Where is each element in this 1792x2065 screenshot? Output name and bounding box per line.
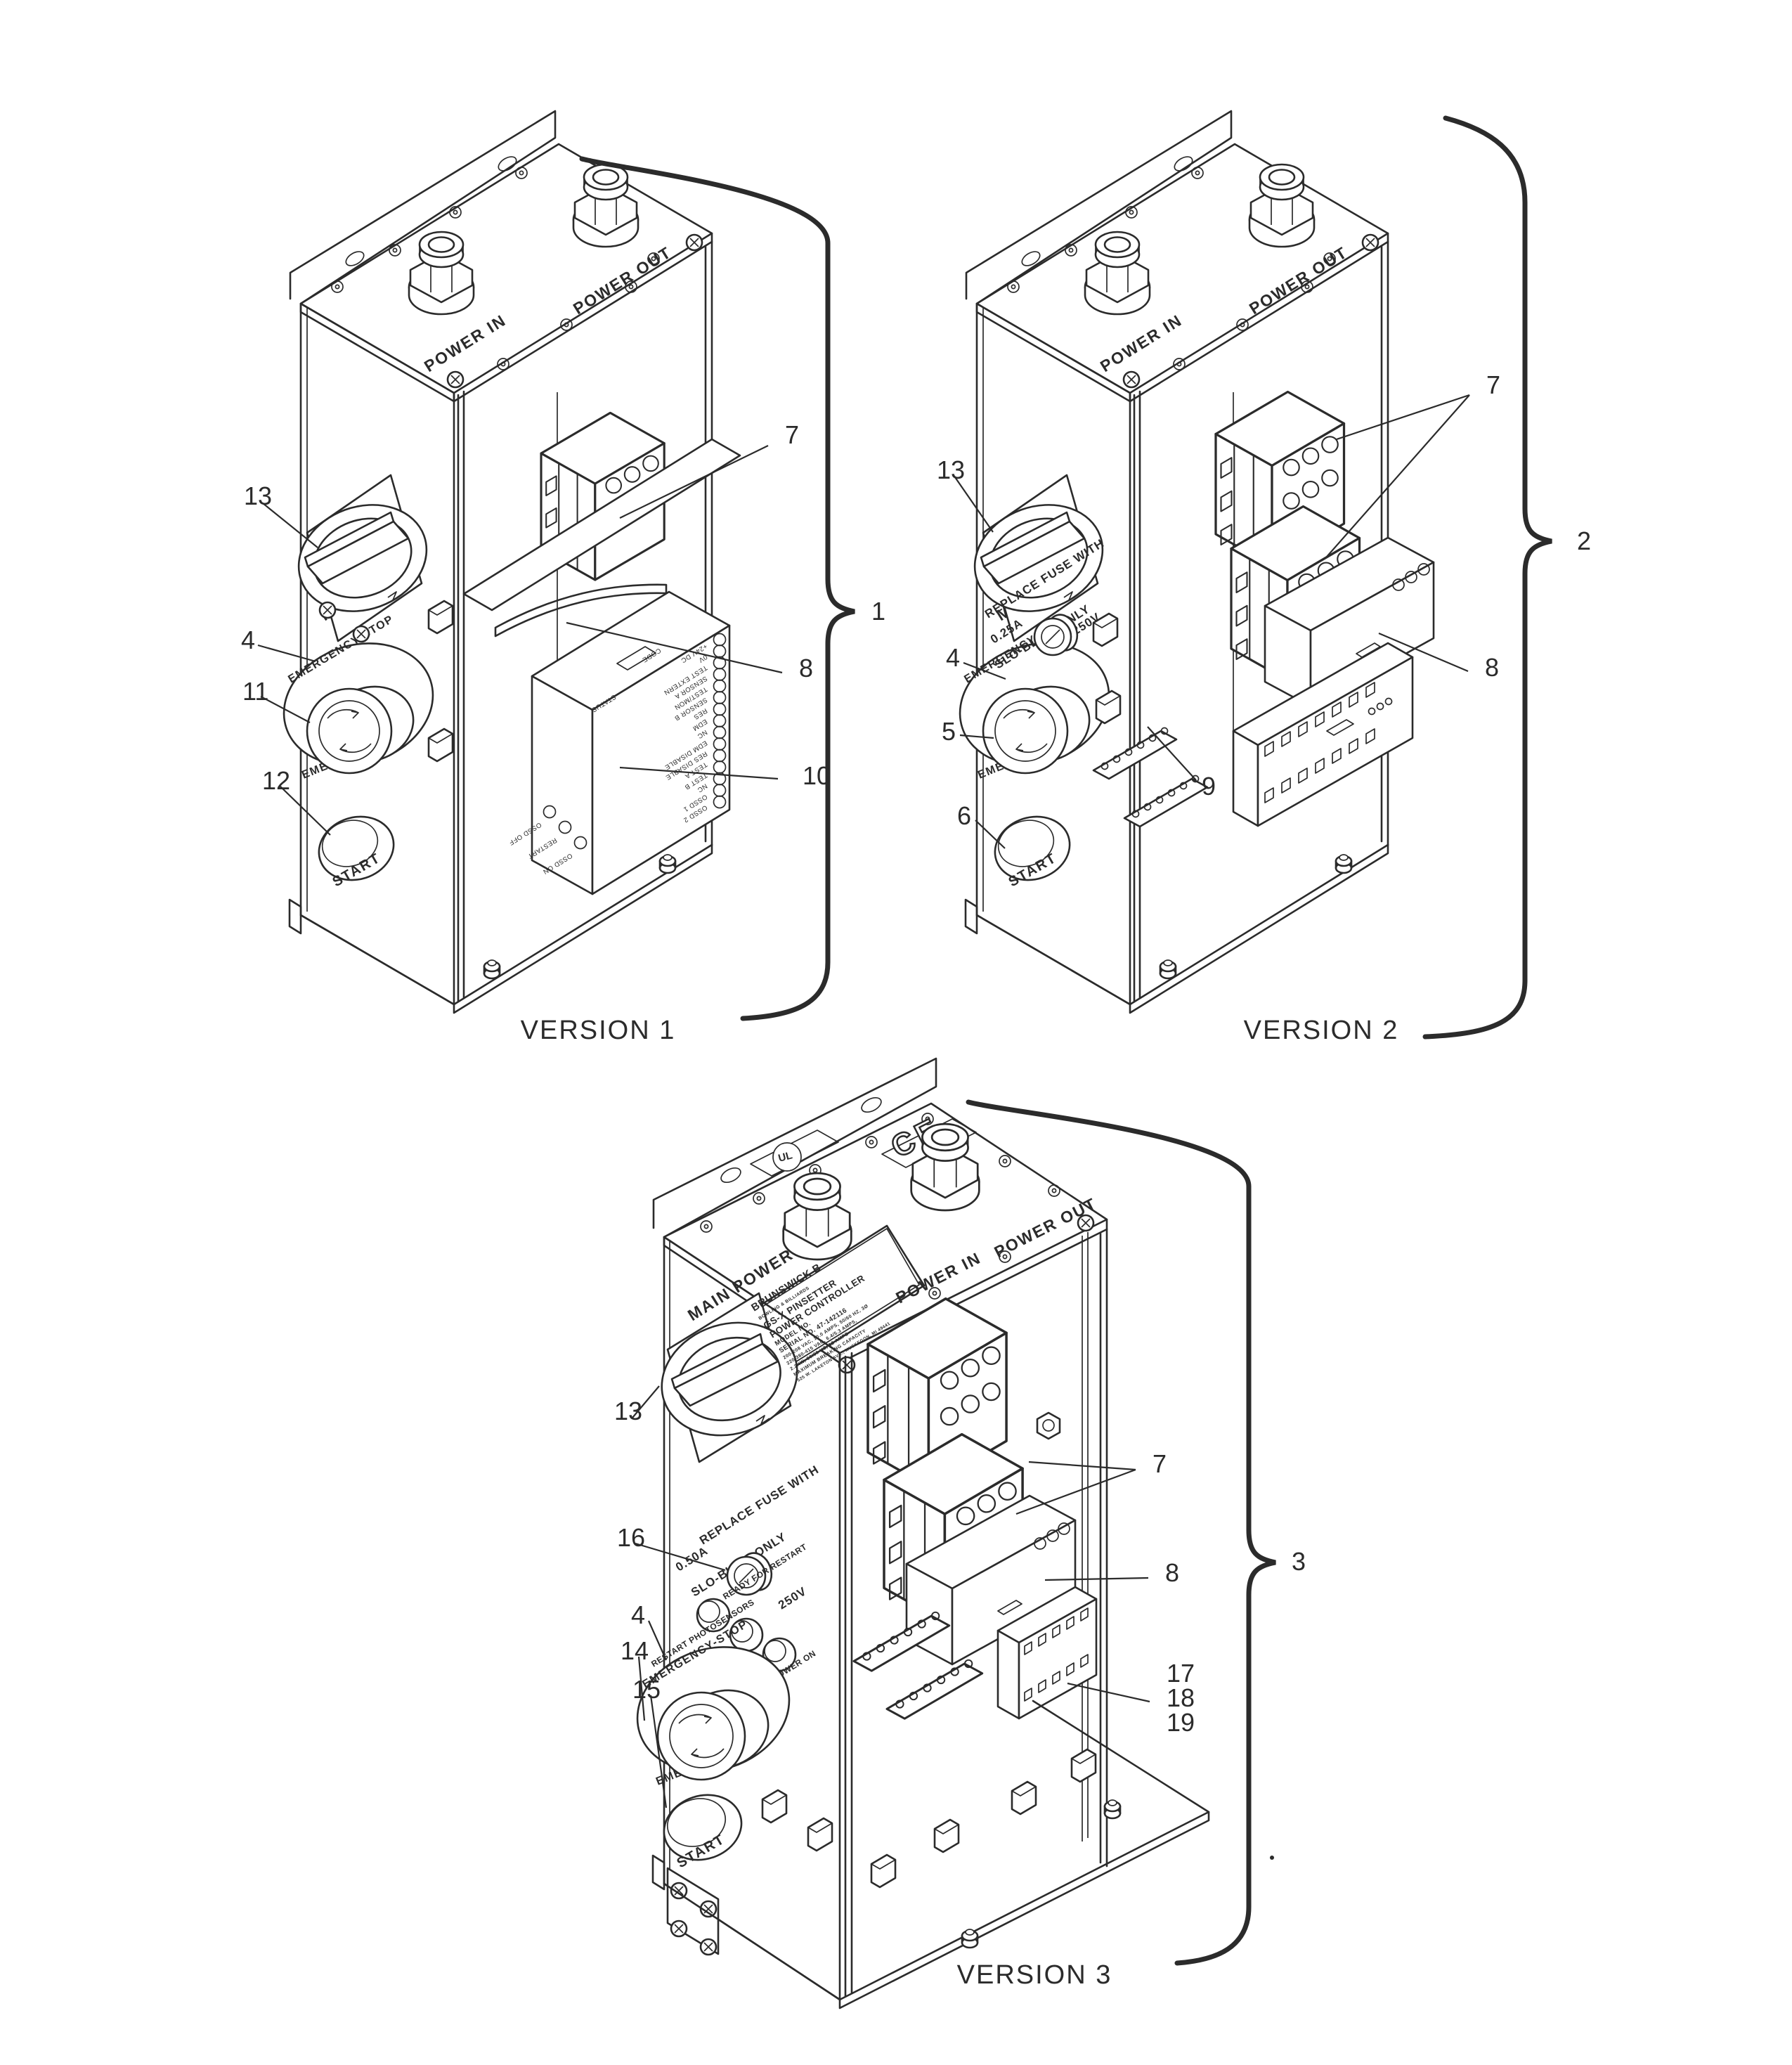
callout-leader <box>637 1656 646 1721</box>
mounting-bracket <box>494 583 668 637</box>
din-relay-v3 <box>996 1586 1098 1720</box>
version-1-drawing: STATUS CODE <box>268 111 741 1013</box>
din-relay-v2 <box>1232 642 1414 827</box>
callout-leader <box>963 661 1006 680</box>
fuse-holder <box>1033 614 1079 656</box>
fuse-area-v3: REPLACE FUSE WITH 0.50A SLO-BLOW ONLY 25… <box>673 1463 822 1612</box>
brace-2 <box>1422 115 1552 1040</box>
callout-leader <box>619 766 779 780</box>
start-button-v3: START <box>663 1794 743 1871</box>
brace-3 <box>966 1099 1276 1966</box>
ul-mark-text: UL <box>777 1149 794 1165</box>
callout-leader <box>959 734 994 739</box>
callout-leader <box>1326 394 1470 557</box>
callout-7: 7 <box>1486 370 1500 399</box>
assembly-number-1: 1 <box>871 597 885 626</box>
callout-leader <box>1378 632 1469 673</box>
callout-15: 15 <box>632 1675 661 1704</box>
callout-11: 11 <box>242 677 268 706</box>
callout-8: 8 <box>1485 653 1499 682</box>
callout-leader <box>262 503 318 548</box>
fuse-holder-v3 <box>726 1552 773 1596</box>
nut-icon <box>1036 1411 1061 1440</box>
callout-leader <box>1147 726 1197 781</box>
callout-leader <box>619 445 769 519</box>
version-3-caption: VERSION 3 <box>957 1960 1112 1990</box>
callout-leader <box>1028 1461 1136 1471</box>
shelf-plate <box>462 438 741 611</box>
print-dot-artifact <box>1270 1856 1274 1860</box>
callout-leader <box>975 820 1006 849</box>
callout-leader <box>257 644 316 663</box>
callout-leader <box>1336 394 1470 441</box>
callout-13: 13 <box>937 455 965 484</box>
fuse-rating-v3: 0.50A <box>673 1544 710 1574</box>
callout-4: 4 <box>631 1600 645 1629</box>
assembly-number-2: 2 <box>1577 526 1591 555</box>
callout-leader <box>954 477 994 533</box>
callout-8: 8 <box>799 654 813 682</box>
callout-6: 6 <box>957 801 971 830</box>
callout-13: 13 <box>244 481 272 510</box>
callout-leader <box>260 696 311 723</box>
assembly-number-3: 3 <box>1292 1547 1306 1576</box>
callout-4: 4 <box>241 626 255 654</box>
callout-leader <box>1067 1682 1150 1703</box>
callout-leader <box>280 786 331 836</box>
callout-leader <box>632 1385 660 1418</box>
callout-9: 9 <box>1202 772 1216 801</box>
version-3-drawing: UL CE POWER IN POWER OUT MAIN POWER REPL… <box>636 1057 1274 2009</box>
callout-leader <box>1044 1577 1149 1581</box>
callout-leader <box>647 1620 668 1661</box>
callout-18: 18 <box>1167 1683 1195 1712</box>
callout-12: 12 <box>262 766 290 795</box>
callout-leader <box>566 621 783 674</box>
callout-7: 7 <box>785 420 799 449</box>
callout-8: 8 <box>1165 1558 1179 1587</box>
callout-leader <box>649 1695 668 1808</box>
callout-16: 16 <box>617 1523 645 1552</box>
callout-leader <box>635 1542 726 1572</box>
callout-leader <box>1015 1468 1136 1515</box>
callout-10: 10 <box>803 761 831 790</box>
callout-14: 14 <box>621 1636 649 1665</box>
assembly-braces: 1 2 3 <box>579 115 1591 1966</box>
callout-13: 13 <box>614 1397 642 1425</box>
safety-controller: STATUS CODE <box>531 590 731 895</box>
version-2-caption: VERSION 2 <box>1244 1016 1399 1045</box>
callout-19: 19 <box>1167 1708 1195 1737</box>
callout-4: 4 <box>946 643 960 672</box>
callout-7: 7 <box>1153 1449 1167 1478</box>
callout-5: 5 <box>942 717 956 746</box>
version-2-drawing: REPLACE FUSE WITH 0.25A 250V SLO-BLOW ON… <box>944 111 1435 1013</box>
version-1-caption: VERSION 1 <box>521 1016 676 1045</box>
callout-17: 17 <box>1167 1659 1195 1688</box>
ul-mark: UL <box>750 1129 839 1177</box>
fuse-voltage-v3: 250V <box>776 1584 809 1612</box>
fuse-line1-v3: REPLACE FUSE WITH <box>697 1463 822 1547</box>
brace-1 <box>579 156 855 1021</box>
main-power-switch-v3 <box>661 1292 798 1463</box>
